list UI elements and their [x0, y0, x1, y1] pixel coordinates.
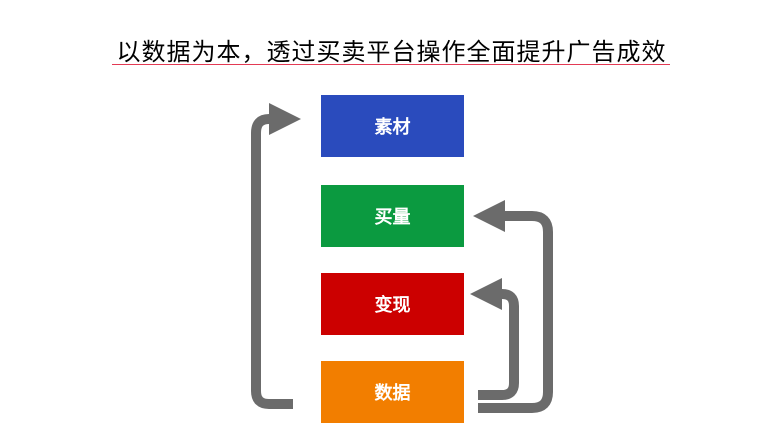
arrow-data-to-acquisition: [473, 200, 553, 413]
step-label: 变现: [374, 295, 411, 316]
title-underline: [112, 64, 670, 65]
step-box-monetization: 变现: [321, 273, 464, 335]
arrow-data-to-monetization: [470, 278, 519, 400]
page-title: 以数据为本，透过买卖平台操作全面提升广告成效: [116, 38, 667, 66]
arrow-data-to-material: [251, 102, 301, 409]
step-box-acquisition: 买量: [321, 185, 464, 247]
step-label: 买量: [374, 207, 411, 228]
step-label: 素材: [374, 117, 411, 138]
step-box-material: 素材: [321, 95, 464, 157]
step-box-data: 数据: [321, 361, 464, 423]
step-label: 数据: [374, 383, 411, 404]
